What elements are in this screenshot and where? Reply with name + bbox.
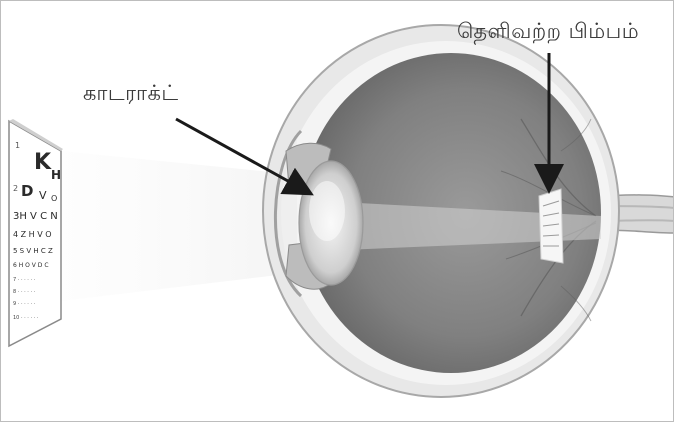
svg-text:8 · · · · · ·: 8 · · · · · · <box>13 289 36 295</box>
svg-text:K: K <box>34 150 52 175</box>
cataract-lens <box>299 161 363 285</box>
svg-text:V: V <box>39 189 47 202</box>
eye-chart: 1 K H 2 D V O 3H V C N 4 Z H V O 5 S V H… <box>9 119 63 346</box>
svg-text:D: D <box>21 182 33 200</box>
blurred-image-label: தெளிவற்ற பிம்பம் <box>457 19 639 46</box>
svg-text:5 S V H C Z: 5 S V H C Z <box>13 247 53 255</box>
svg-text:2: 2 <box>13 184 18 193</box>
svg-text:H: H <box>51 168 61 182</box>
svg-text:3H V C N: 3H V C N <box>13 211 58 222</box>
blurred-retina-image <box>539 189 563 263</box>
svg-text:6 H O V D C: 6 H O V D C <box>13 262 49 269</box>
svg-text:7 · · · · · ·: 7 · · · · · · <box>13 277 36 283</box>
cataract-label: காடராக்ட் <box>83 81 179 108</box>
svg-text:9 · · · · · ·: 9 · · · · · · <box>13 301 36 307</box>
svg-text:O: O <box>51 194 57 203</box>
svg-text:4 Z H V O: 4 Z H V O <box>13 230 52 239</box>
svg-text:10 · · · · · ·: 10 · · · · · · <box>13 315 39 321</box>
svg-text:1: 1 <box>15 141 20 150</box>
